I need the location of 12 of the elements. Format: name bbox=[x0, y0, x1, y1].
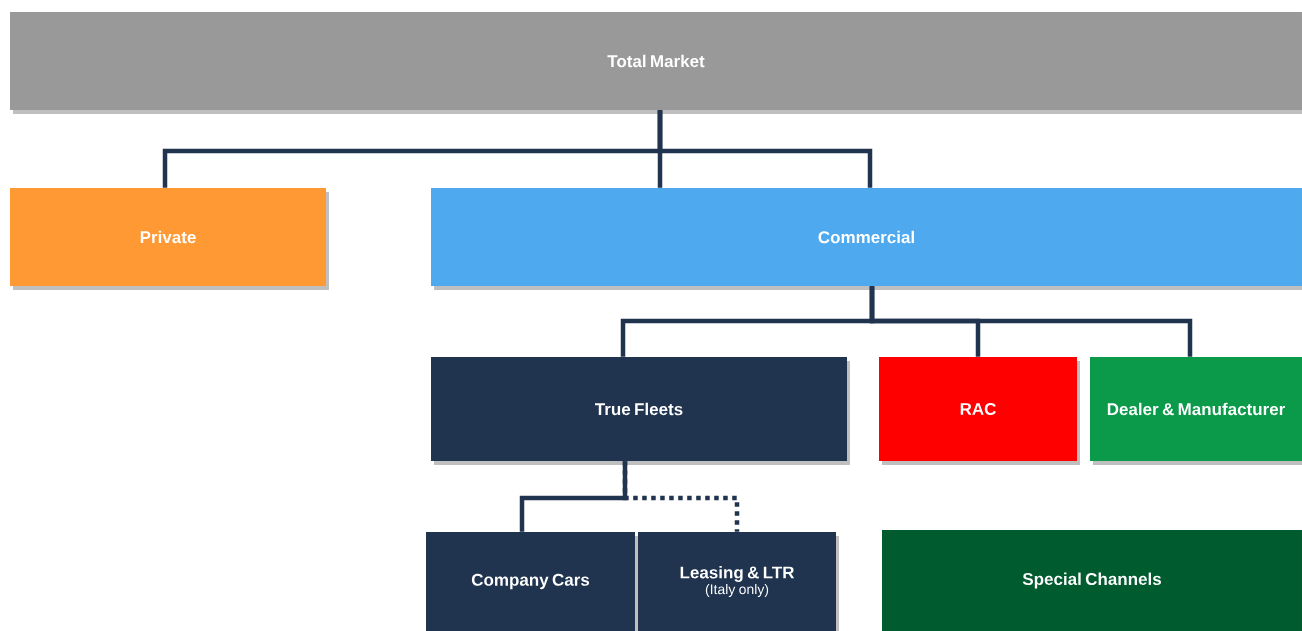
category-box: True Fleets bbox=[431, 357, 847, 461]
category-box: Special Channels bbox=[882, 530, 1302, 631]
category-box: Total Market bbox=[10, 12, 1302, 110]
category-box: Commercial bbox=[431, 188, 1302, 286]
category-box: Private bbox=[10, 188, 326, 286]
connector bbox=[657, 110, 873, 188]
category-box: RAC bbox=[879, 357, 1077, 461]
connector bbox=[622, 461, 740, 532]
category-box: Company Cars bbox=[426, 532, 635, 631]
connector bbox=[869, 286, 1193, 357]
category-box: Dealer & Manufacturer bbox=[1090, 357, 1302, 461]
category-box: Leasing & LTR (Italy only) bbox=[638, 532, 836, 631]
